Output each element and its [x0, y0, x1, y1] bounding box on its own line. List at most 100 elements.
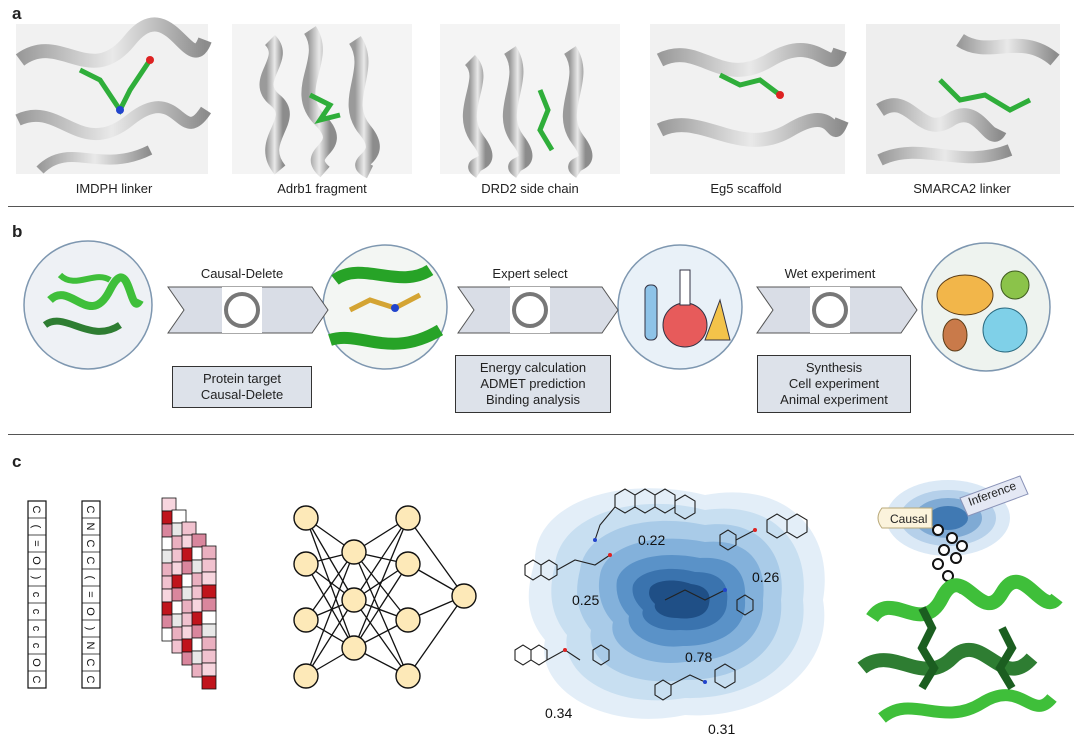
smiles-token: C [84, 540, 96, 548]
score-label: 0.34 [545, 705, 572, 721]
smiles-token: O [84, 607, 96, 616]
neuron-node [395, 505, 421, 531]
embedding-cell [201, 623, 217, 638]
neuron-node [293, 607, 319, 633]
smiles-token: O [30, 556, 42, 565]
neuron-node [395, 551, 421, 577]
embedding-cell [201, 649, 217, 664]
smiles-token: C [30, 676, 42, 684]
embedding-heatmap [161, 497, 217, 690]
smiles-token: C [84, 506, 96, 514]
smiles-token: = [84, 591, 96, 597]
panel-a-structures [15, 17, 1060, 179]
box-line: Protein target [202, 371, 282, 386]
embedding-cell [201, 597, 217, 612]
arrow-expert-select [457, 286, 619, 334]
panel-a-letter: a [12, 4, 22, 23]
box-line: Animal experiment [780, 392, 888, 407]
contour-levels [528, 488, 825, 719]
chemical-space-contour: 0.22 0.26 0.25 0.78 0.34 0.31 [514, 488, 825, 737]
neuron-node [341, 587, 367, 613]
panel-c-letter: c [12, 452, 22, 471]
embedding-cell [201, 610, 217, 625]
caption-drd2: DRD2 side chain [481, 181, 579, 196]
score-label: 0.78 [685, 649, 712, 665]
smiles-token: C [84, 659, 96, 667]
neuron-node [293, 505, 319, 531]
embedding-cell [201, 675, 217, 690]
causal-tag: Causal [877, 507, 933, 529]
smiles-token: N [84, 642, 96, 650]
box-line: Synthesis [805, 360, 863, 375]
causal-tag-label: Causal [890, 512, 927, 526]
structure-adrb1 [232, 24, 412, 179]
binding-circle [322, 244, 448, 370]
embedding-cell [181, 521, 197, 536]
box-line: Energy calculation [479, 360, 587, 375]
causal-inference-protein: Causal Inference [857, 475, 1063, 723]
smiles-token: c [30, 592, 42, 598]
neuron-node [395, 607, 421, 633]
caption-smarca2: SMARCA2 linker [913, 181, 1011, 196]
smiles-token: ( [30, 525, 42, 529]
embedding-cell [201, 636, 217, 651]
arrow-causal-delete [167, 286, 329, 334]
green-protein [857, 574, 1063, 723]
embedding-cell [201, 662, 217, 677]
smiles-token: = [30, 540, 42, 546]
box-line: Causal-Delete [200, 387, 284, 402]
smiles-token: N [84, 523, 96, 531]
score-label: 0.25 [572, 592, 599, 608]
divider-bc [8, 434, 1074, 435]
caption-eg5: Eg5 scaffold [710, 181, 782, 196]
panel-b-workflow [23, 240, 1051, 372]
smiles-token: c [30, 643, 42, 649]
embedding-cell [201, 584, 217, 599]
caption-adrb1: Adrb1 fragment [277, 181, 367, 196]
structure-drd2 [440, 24, 620, 178]
embedding-cell [201, 558, 217, 573]
structure-smarca2 [866, 24, 1060, 174]
smiles-token: ) [30, 576, 42, 580]
neuron-node [293, 551, 319, 577]
protein-circle [23, 240, 153, 370]
cells-circle [921, 242, 1051, 372]
arrow-wet-experiment [756, 286, 918, 334]
step-label-causal-delete: Causal-Delete [200, 266, 284, 281]
embedding-cell [201, 545, 217, 560]
smiles-token: C [30, 506, 42, 514]
neuron-node [451, 583, 477, 609]
embedding-cell [161, 497, 177, 512]
neuron-node [341, 635, 367, 661]
molecule-heteroatoms [563, 528, 757, 684]
divider-ab [8, 206, 1074, 207]
smiles-token: ) [84, 627, 96, 631]
box-protein-target: Protein target Causal-Delete [172, 366, 312, 408]
box-line: Cell experiment [788, 376, 880, 391]
smiles-token: c [30, 626, 42, 632]
step-label-expert-select: Expert select [492, 266, 568, 281]
neuron-node [341, 539, 367, 565]
box-line: Binding analysis [486, 392, 580, 407]
neuron-node [293, 663, 319, 689]
structure-eg5 [650, 24, 849, 174]
step-label-wet-experiment: Wet experiment [784, 266, 876, 281]
score-label: 0.26 [752, 569, 779, 585]
score-label: 0.31 [708, 721, 735, 737]
embedding-cell [171, 509, 187, 524]
box-line: ADMET prediction [480, 376, 586, 391]
neuron-node [395, 663, 421, 689]
score-label: 0.22 [638, 532, 665, 548]
molecule-sketches [514, 488, 808, 701]
neural-network [293, 505, 477, 689]
smiles-token: c [30, 609, 42, 615]
structure-imdph [15, 17, 212, 174]
panel-b-letter: b [12, 222, 23, 241]
smiles-token: C [84, 676, 96, 684]
embedding-cell [191, 533, 207, 548]
smiles-token: O [30, 658, 42, 667]
embedding-cell [201, 571, 217, 586]
smiles-token: C [84, 557, 96, 565]
